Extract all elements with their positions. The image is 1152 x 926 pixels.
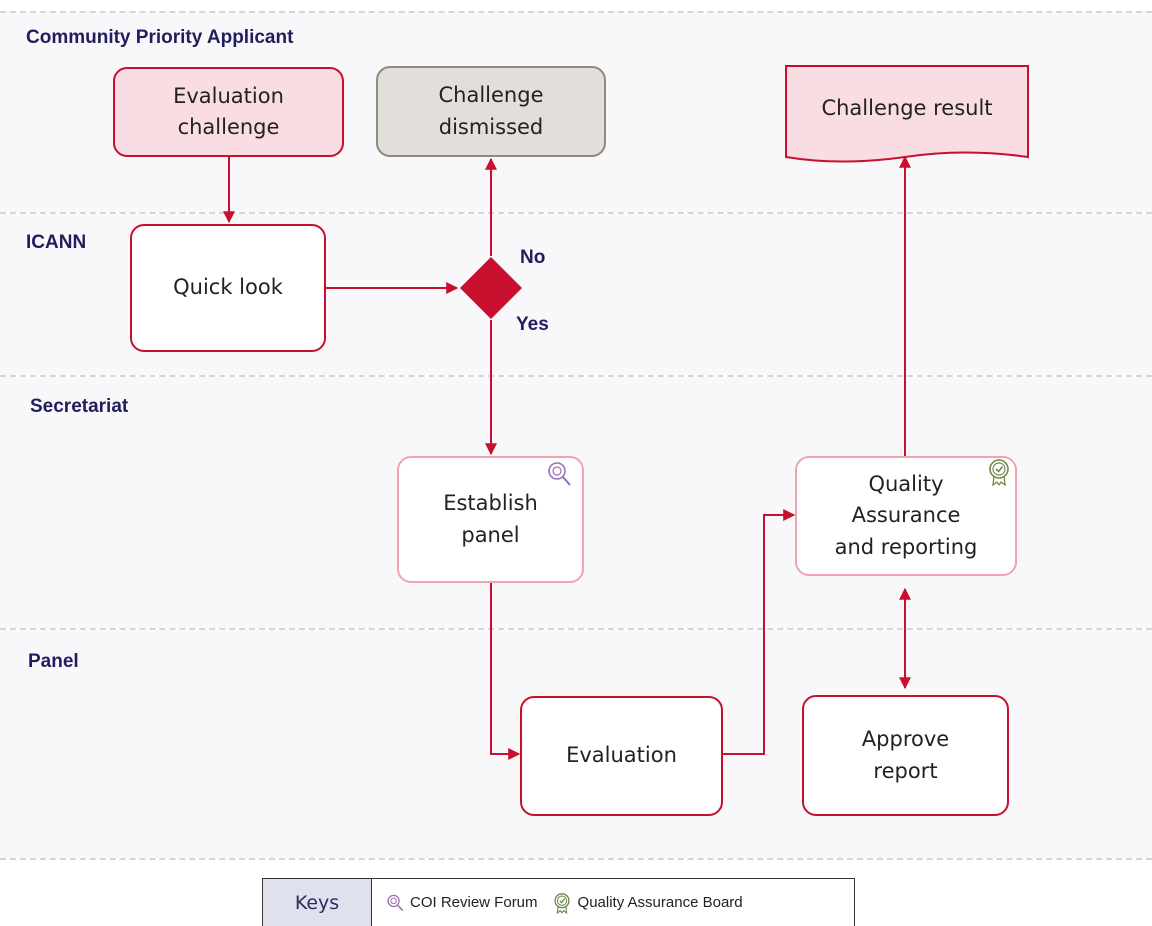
lane-divider (0, 11, 1152, 13)
quick-look-node[interactable]: Quick look (130, 224, 326, 352)
lane-title-community-priority-applicant: Community Priority Applicant (26, 27, 294, 48)
magnifier-icon (548, 462, 571, 486)
lane-divider (0, 212, 1152, 214)
rosette-icon (989, 459, 1009, 486)
evaluation-node[interactable]: Evaluation (520, 696, 723, 816)
lane-title-secretariat: Secretariat (30, 396, 129, 417)
keys-title: Keys (263, 879, 372, 926)
evaluation-challenge-node[interactable]: Evaluation challenge (113, 67, 344, 157)
key-label-coi: COI Review Forum (410, 894, 538, 911)
key-item-qa: Quality Assurance Board (552, 892, 743, 914)
lane-title-panel: Panel (28, 651, 79, 672)
key-label-qa: Quality Assurance Board (577, 894, 743, 911)
lane-divider (0, 858, 1152, 860)
keys-legend: Keys COI Review Forum Quality Assurance … (262, 878, 855, 926)
decision-yes-label: Yes (516, 314, 549, 335)
magnifier-icon (387, 894, 404, 911)
lane-title-icann: ICANN (26, 232, 87, 253)
arrow-panel-to-evaluation (490, 583, 521, 760)
arrow-evaluation-to-qa (723, 509, 796, 755)
quality-assurance-node[interactable]: Quality Assurance and reporting (795, 456, 1017, 576)
lane-divider (0, 628, 1152, 630)
lane-divider (0, 375, 1152, 377)
rosette-icon (553, 892, 570, 914)
key-item-coi: COI Review Forum (386, 893, 538, 913)
decision-no-label: No (520, 247, 546, 268)
challenge-result-document-shape (785, 65, 1029, 163)
challenge-result-node[interactable]: Challenge result (821, 96, 993, 121)
approve-report-node[interactable]: Approve report (802, 695, 1009, 816)
challenge-dismissed-node[interactable]: Challenge dismissed (376, 66, 606, 157)
decision-diamond (460, 257, 522, 319)
